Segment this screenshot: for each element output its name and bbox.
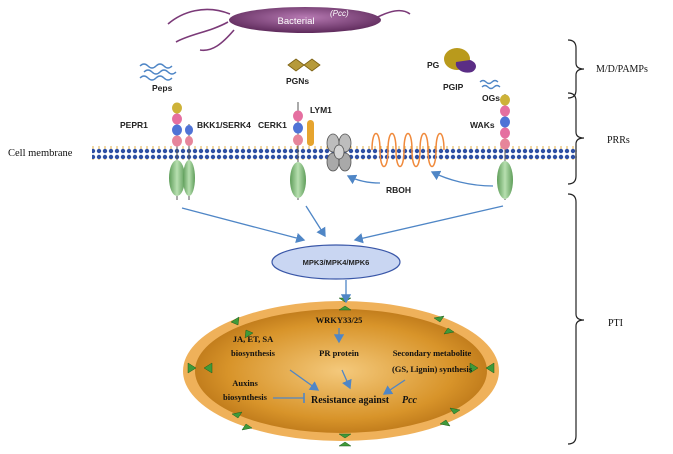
secondary-metabolite-label-line2: (GS, Lignin) synthesis <box>392 364 473 374</box>
peps-molecule <box>139 63 177 81</box>
lym1-label: LYM1 <box>310 105 332 115</box>
bkk1-label: BKK1/SERK4 <box>197 120 251 130</box>
ja-to-resistance-arrow <box>289 369 320 391</box>
cerk1-to-mpk-arrow <box>305 205 326 238</box>
auxins-label-line1: Auxins <box>232 378 258 388</box>
pgns-molecule <box>287 58 321 72</box>
cell-membrane-label: Cell membrane <box>8 148 73 159</box>
secondary-to-resistance-arrow <box>382 379 406 395</box>
pepr1-label: PEPR1 <box>120 120 148 130</box>
bkk1-receptor <box>183 124 195 200</box>
ogs-label: OGs <box>482 93 500 103</box>
bracket-mdpamps-label: M/D/PAMPs <box>596 64 648 75</box>
resistance-label: Resistance against <box>311 395 390 406</box>
pepr1-receptor <box>169 102 185 200</box>
pgns-label: PGNs <box>286 76 309 86</box>
waks-label: WAKs <box>470 120 495 130</box>
pg-label: PG <box>427 60 440 70</box>
cerk1-receptor <box>290 102 306 200</box>
bacterium: Bacterial (Pcc) <box>167 7 411 52</box>
pg-pgip-molecule <box>444 48 476 73</box>
bracket-mdpamps <box>567 39 585 99</box>
pr-protein-label: PR protein <box>319 348 359 358</box>
rboh-to-channel-arrow <box>346 174 381 185</box>
secondary-metabolite-label-line1: Secondary metabolite <box>393 348 472 358</box>
pr-to-resistance-arrow <box>341 369 352 390</box>
mpk-label: MPK3/MPK4/MPK6 <box>303 258 370 267</box>
peps-label: Peps <box>152 83 173 93</box>
lym1-protein <box>307 120 314 146</box>
bacterium-body <box>229 7 381 33</box>
nucleus <box>195 309 487 433</box>
bracket-prrs-label: PRRs <box>607 135 630 146</box>
mpk-cascade <box>271 244 401 280</box>
ion-channel <box>326 133 352 172</box>
rboh-protein <box>371 132 445 168</box>
pgip-label: PGIP <box>443 82 464 92</box>
ogs-molecule <box>479 79 501 90</box>
ja-et-sa-label-line1: JA, ET, SA <box>233 334 274 344</box>
waks-to-mpk-arrow <box>353 205 504 244</box>
ja-et-sa-label-line2: biosynthesis <box>231 348 276 358</box>
cerk1-label: CERK1 <box>258 120 287 130</box>
pepr1-to-mpk-arrow <box>181 207 306 244</box>
bracket-prrs <box>567 92 585 185</box>
waks-receptor <box>497 94 513 200</box>
resistance-label-pathogen: Pcc <box>402 395 418 406</box>
bacterium-label-species: (Pcc) <box>330 9 349 18</box>
wrky-label: WRKY33/25 <box>316 315 363 325</box>
nuclear-pores <box>187 297 495 447</box>
rboh-label: RBOH <box>386 185 411 195</box>
bracket-pti <box>567 193 585 445</box>
waks-to-rboh-arrow <box>430 170 494 187</box>
auxins-label-line2: biosynthesis <box>223 392 268 402</box>
bracket-pti-label: PTI <box>608 318 623 329</box>
bacterium-label: Bacterial <box>278 16 315 27</box>
